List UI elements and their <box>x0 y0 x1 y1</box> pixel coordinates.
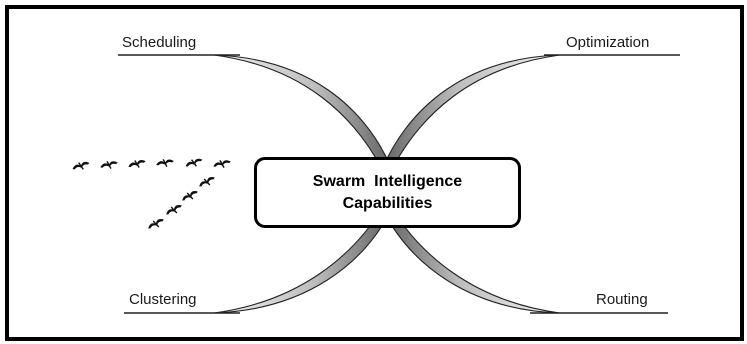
label-routing: Routing <box>596 291 648 308</box>
bird-icon <box>183 155 205 171</box>
center-title-line2: Capabilities <box>342 194 433 212</box>
bird-icon <box>70 158 92 174</box>
label-optimization: Optimization <box>566 34 650 51</box>
bird-icon <box>126 156 148 172</box>
bird-icon <box>154 156 176 170</box>
bird-icon <box>98 158 120 172</box>
bird-icon <box>196 173 218 191</box>
bird-icon <box>179 187 201 205</box>
bird-icon <box>211 157 233 171</box>
center-node: Swarm Intelligence Capabilities <box>254 157 521 228</box>
center-title-line1: Swarm Intelligence <box>312 172 463 190</box>
label-clustering: Clustering <box>129 291 197 308</box>
bird-icon <box>163 201 185 219</box>
bird-icon <box>145 215 167 233</box>
label-scheduling: Scheduling <box>122 34 197 51</box>
